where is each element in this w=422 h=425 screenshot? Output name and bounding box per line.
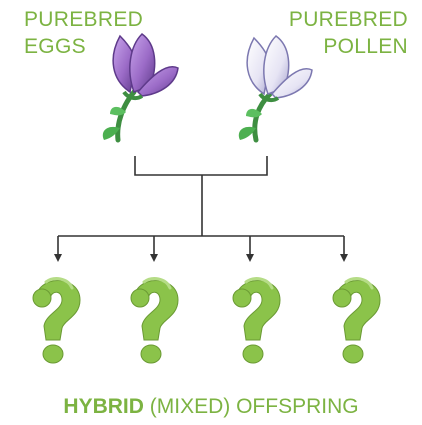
caption-bold: HYBRID — [63, 395, 144, 418]
question-mark-icon — [129, 277, 180, 365]
offspring-caption: HYBRID (MIXED) OFFSPRING — [0, 395, 422, 419]
question-mark-icon — [231, 277, 282, 365]
pollen-label-line1: PUREBRED — [288, 8, 408, 31]
purebred-eggs-label: PUREBRED EGGS — [24, 6, 143, 60]
question-mark-icon — [331, 277, 382, 365]
white-flower-icon — [238, 35, 313, 143]
arrowhead-3 — [246, 254, 254, 262]
eggs-label-line2: EGGS — [24, 35, 86, 58]
purple-flower-icon — [102, 33, 179, 143]
caption-rest: (MIXED) OFFSPRING — [143, 395, 359, 418]
pollen-label-line2: POLLEN — [323, 35, 408, 58]
parent-bracket — [134, 156, 268, 176]
arrowhead-4 — [340, 254, 348, 262]
eggs-label-line1: PUREBRED — [24, 8, 144, 31]
arrowhead-2 — [150, 254, 158, 262]
cross-connector — [57, 156, 345, 256]
arrowheads — [54, 254, 348, 262]
arrowhead-1 — [54, 254, 62, 262]
question-mark-icon — [31, 277, 82, 365]
purebred-pollen-label: PUREBRED POLLEN — [289, 6, 408, 60]
